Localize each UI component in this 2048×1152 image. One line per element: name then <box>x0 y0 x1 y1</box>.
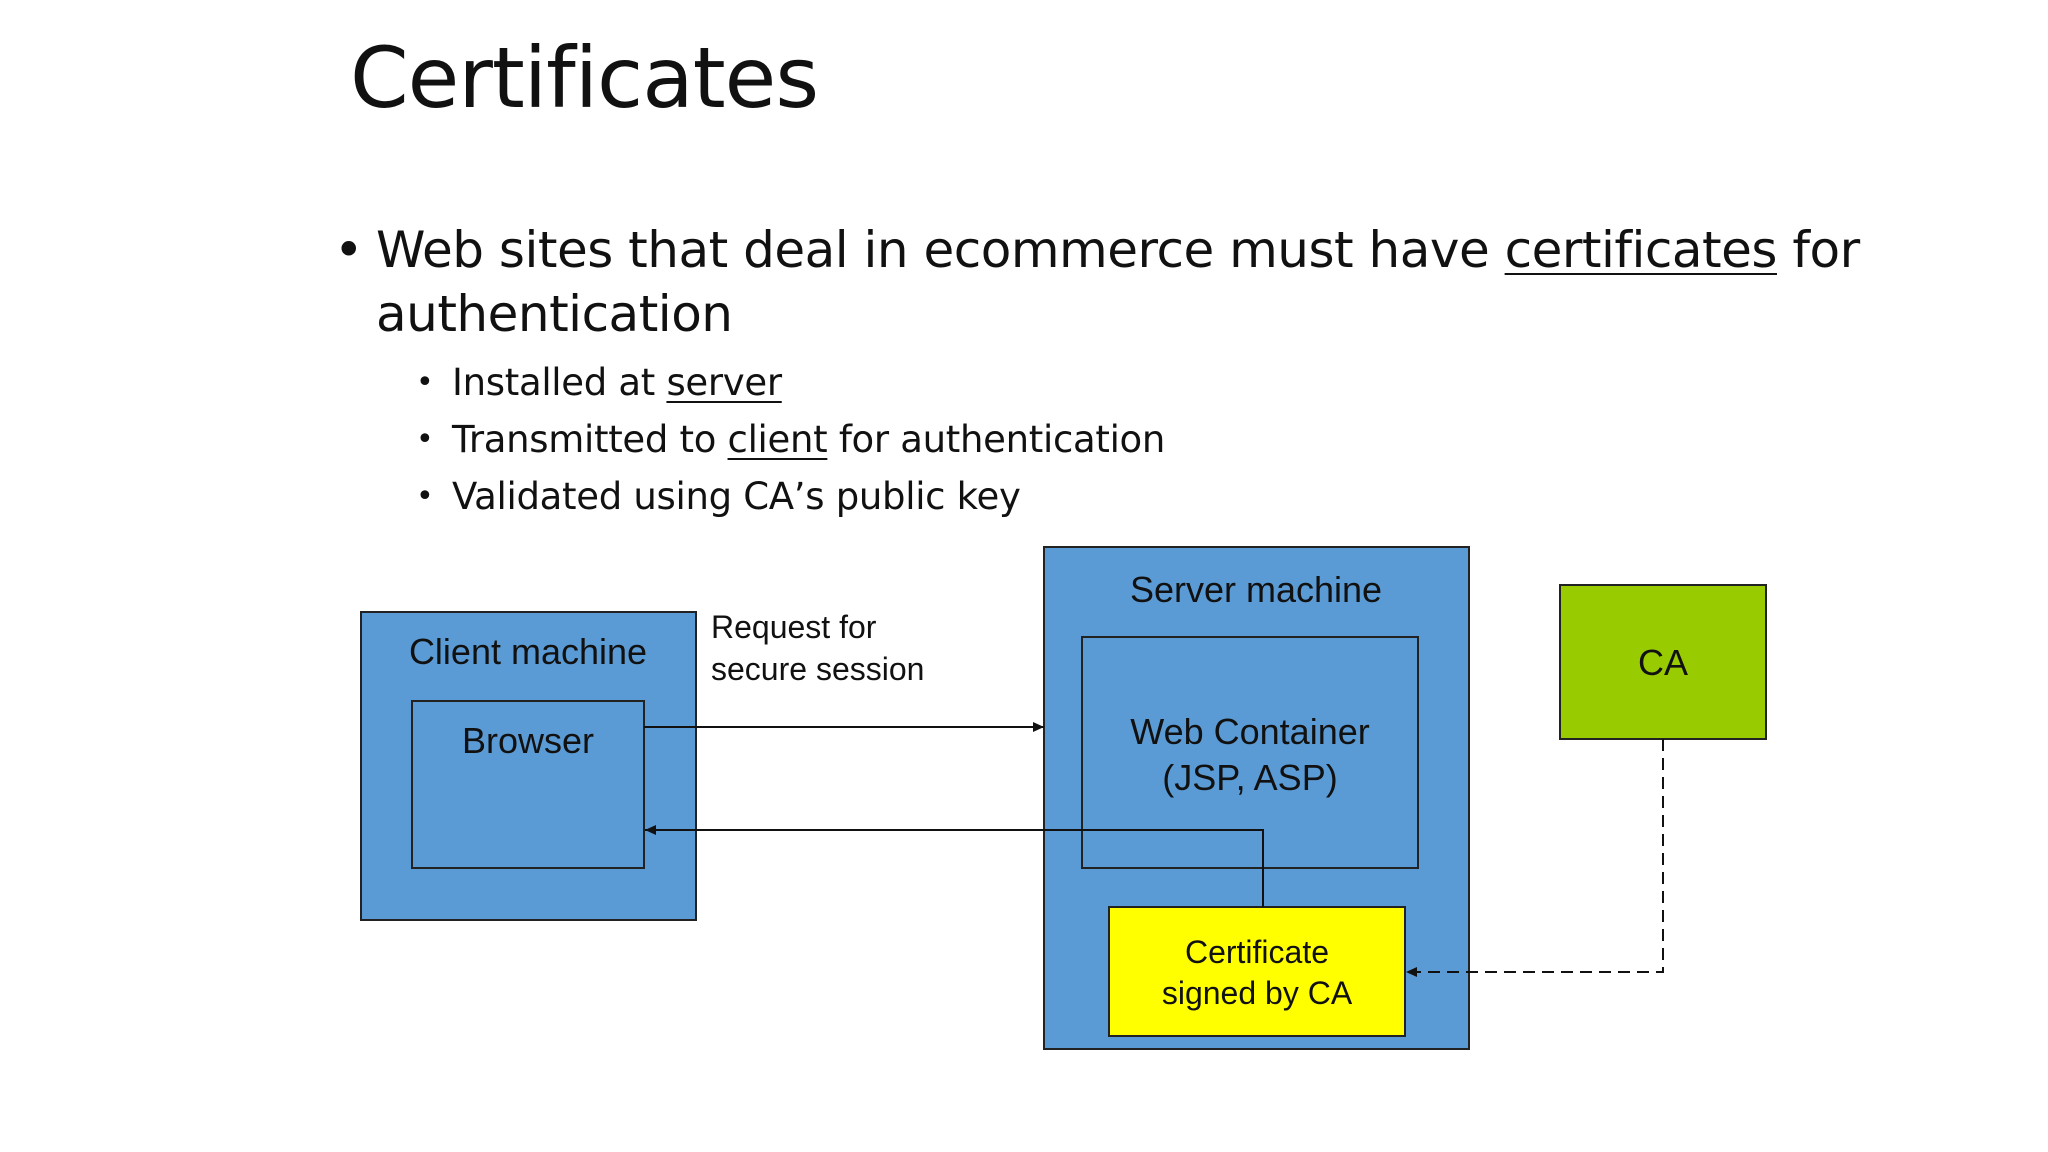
browser-box <box>411 700 645 869</box>
server-machine-label: Server machine <box>1130 569 1382 610</box>
certificate-label-line2: signed by CA <box>1162 975 1353 1011</box>
sub-bullet-text: Transmitted to <box>452 418 728 461</box>
sub-bullet-transmitted: Transmitted to client for authentication <box>416 411 2048 468</box>
browser-label: Browser <box>462 720 594 761</box>
ca-signing-arrow <box>1406 739 1664 977</box>
bullet-main-text-1: Web sites that deal in ecommerce must ha… <box>376 221 1505 279</box>
slide-title: Certificates <box>350 29 819 127</box>
request-label-line1: Request for <box>711 609 877 645</box>
ca-label: CA <box>1638 642 1688 683</box>
sub-bullet-installed: Installed at server <box>416 354 2048 411</box>
sub-bullet-underlined: client <box>727 418 828 461</box>
web-container-label-line2: (JSP, ASP) <box>1162 757 1337 798</box>
certificate-transmit-arrow <box>645 825 1264 907</box>
sub-bullet-list: Installed at server Transmitted to clien… <box>416 354 2048 525</box>
bullet-main-underlined: certificates <box>1504 221 1778 279</box>
bullet-main: Web sites that deal in ecommerce must ha… <box>334 218 2048 346</box>
bullet-main-text-2: for authentication <box>376 221 1860 343</box>
certificate-label-line1: Certificate <box>1185 934 1329 970</box>
sub-bullet-text: Validated using CA’s public key <box>452 475 1021 518</box>
web-container-label-line1: Web Container <box>1130 711 1369 752</box>
request-label-line2: secure session <box>711 651 924 687</box>
certificate-box <box>1108 906 1406 1037</box>
bullet-list: Web sites that deal in ecommerce must ha… <box>334 218 2048 525</box>
sub-bullet-text-after: for authentication <box>827 418 1166 461</box>
sub-bullet-text: Installed at <box>452 361 667 404</box>
ca-box <box>1559 584 1767 740</box>
sub-bullet-underlined: server <box>666 361 782 404</box>
client-machine-label: Client machine <box>409 631 647 672</box>
web-container-box <box>1081 636 1419 869</box>
sub-bullet-validated: Validated using CA’s public key <box>416 468 2048 525</box>
